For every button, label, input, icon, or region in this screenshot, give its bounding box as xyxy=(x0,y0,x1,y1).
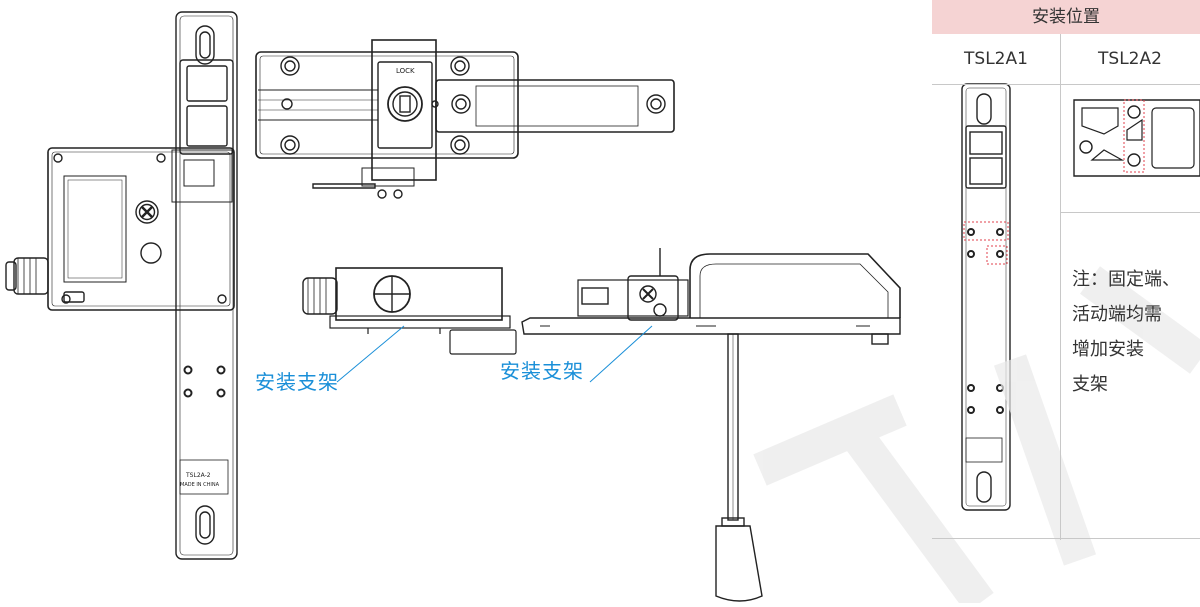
model-marking: TSL2A-2 xyxy=(186,472,211,479)
note-line: 支架 xyxy=(1072,374,1108,395)
lock-marking: LOCK xyxy=(396,67,415,75)
mounting-position-table: 安装位置 TSL2A1 TSL2A2 xyxy=(932,0,1200,540)
installation-note: 注：固定端、 活动端均需 增加安装 支架 xyxy=(1072,262,1200,402)
callout-line-left xyxy=(336,325,405,383)
table-col-tsl2a1: TSL2A1 xyxy=(964,49,1028,69)
table-divider xyxy=(1060,212,1200,213)
bracket-label-left: 安装支架 xyxy=(255,370,339,394)
switch-body xyxy=(5,147,235,311)
table-divider xyxy=(932,84,1200,85)
vertical-bar-assembly xyxy=(175,11,238,560)
watermark xyxy=(753,266,1200,607)
table-header: 安装位置 xyxy=(932,0,1200,34)
table-divider xyxy=(932,538,1200,539)
callout-line-right xyxy=(589,325,653,383)
bracket-label-right: 安装支架 xyxy=(500,359,584,383)
made-in-china-marking: MADE IN CHINA xyxy=(180,482,220,488)
table-divider xyxy=(1060,34,1061,540)
handle-assembly xyxy=(521,248,901,602)
horizontal-assembly xyxy=(255,39,675,199)
table-col2-drawing xyxy=(1073,99,1200,177)
table-col-tsl2a2: TSL2A2 xyxy=(1098,49,1162,69)
side-view-bracket xyxy=(302,267,517,355)
note-line: 增加安装 xyxy=(1072,339,1144,360)
note-line: 注：固定端、 xyxy=(1072,269,1180,290)
note-line: 活动端均需 xyxy=(1072,304,1162,325)
